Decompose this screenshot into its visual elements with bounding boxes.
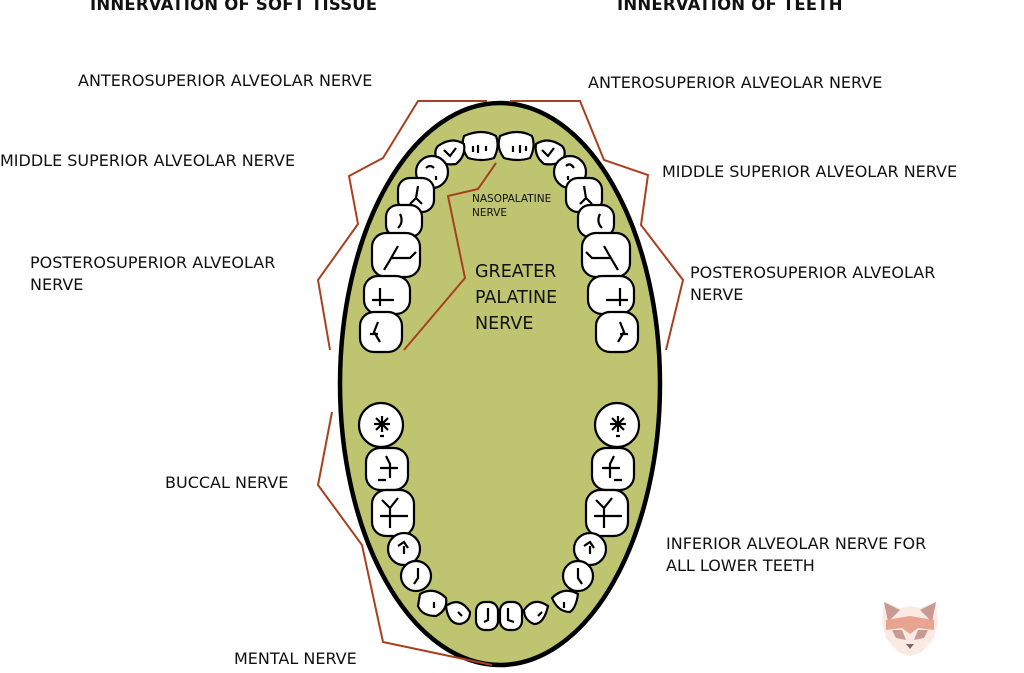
tooth-upper-lateral-left xyxy=(434,139,466,166)
upper-tooth-grooves xyxy=(370,145,628,343)
label-greater-palatine-line1: GREATER xyxy=(475,262,557,282)
label-buccal-nerve: BUCCAL NERVE xyxy=(165,473,289,492)
buccal-mental-line xyxy=(316,411,493,666)
label-teeth-middle-superior: MIDDLE SUPERIOR ALVEOLAR NERVE xyxy=(662,162,958,181)
label-inferior-alveolar-line1: INFERIOR ALVEOLAR NERVE FOR xyxy=(666,534,927,553)
soft-tissue-nerve-lines xyxy=(316,100,493,666)
tooth-lower-canine-left xyxy=(416,589,448,618)
tooth-lower-canine-right xyxy=(550,589,580,614)
label-nasopalatine-line2: NERVE xyxy=(472,207,508,219)
label-soft-posterosuperior: POSTEROSUPERIOR ALVEOLAR NERVE xyxy=(30,252,275,296)
tooth-upper-molar3-left xyxy=(358,310,404,354)
label-soft-anterosuperior: ANTEROSUPERIOR ALVEOLAR NERVE xyxy=(78,71,373,90)
label-soft-posterosuperior-line2: NERVE xyxy=(30,275,84,294)
heading-soft-tissue: INNERVATION OF SOFT TISSUE xyxy=(90,0,378,14)
label-inferior-alveolar-line2: ALL LOWER TEETH xyxy=(666,556,815,575)
label-soft-middle-superior: MIDDLE SUPERIOR ALVEOLAR NERVE xyxy=(0,151,296,170)
tooth-lower-premolar2-left xyxy=(399,559,433,593)
palatine-nerve-lines xyxy=(403,162,497,351)
label-greater-palatine-line2: PALATINE xyxy=(475,288,558,308)
label-nasopalatine: NASOPALATINE NERVE xyxy=(472,192,551,220)
tooth-upper-central-right xyxy=(497,130,535,162)
label-greater-palatine: GREATER PALATINE NERVE xyxy=(475,259,557,337)
upper-teeth xyxy=(358,130,640,354)
teeth-nerve-lines xyxy=(510,100,685,351)
nasopalatine-line xyxy=(403,162,497,351)
tooth-upper-molar2-right xyxy=(586,274,636,316)
tooth-upper-molar2-left xyxy=(362,274,412,316)
label-teeth-posterosuperior-line1: POSTEROSUPERIOR ALVEOLAR xyxy=(690,263,936,282)
label-soft-posterosuperior-line1: POSTEROSUPERIOR ALVEOLAR xyxy=(30,253,276,272)
heading-teeth: INNERVATION OF TEETH xyxy=(617,0,843,14)
tooth-upper-molar3-right xyxy=(594,310,640,354)
label-teeth-posterosuperior: POSTEROSUPERIOR ALVEOLAR NERVE xyxy=(690,262,935,306)
label-inferior-alveolar: INFERIOR ALVEOLAR NERVE FOR ALL LOWER TE… xyxy=(666,533,926,577)
label-teeth-posterosuperior-line2: NERVE xyxy=(690,285,744,304)
tooth-lower-molar1-left xyxy=(370,488,416,538)
label-nasopalatine-line1: NASOPALATINE xyxy=(472,193,552,205)
oral-cavity xyxy=(337,100,663,668)
tooth-lower-central-right xyxy=(498,600,524,632)
lower-tooth-grooves xyxy=(374,416,626,624)
anterosuperior-soft-line xyxy=(316,100,487,351)
label-teeth-anterosuperior: ANTEROSUPERIOR ALVEOLAR NERVE xyxy=(588,73,883,92)
label-mental-nerve: MENTAL NERVE xyxy=(234,649,357,668)
lower-teeth xyxy=(357,401,641,632)
tooth-upper-central-left xyxy=(461,130,499,162)
teeth-upper-line xyxy=(510,100,685,351)
tooth-lower-lateral-right xyxy=(522,600,550,626)
red-panda-icon xyxy=(882,602,938,656)
tooth-lower-molar1-right xyxy=(584,488,630,538)
label-greater-palatine-line3: NERVE xyxy=(475,314,534,334)
